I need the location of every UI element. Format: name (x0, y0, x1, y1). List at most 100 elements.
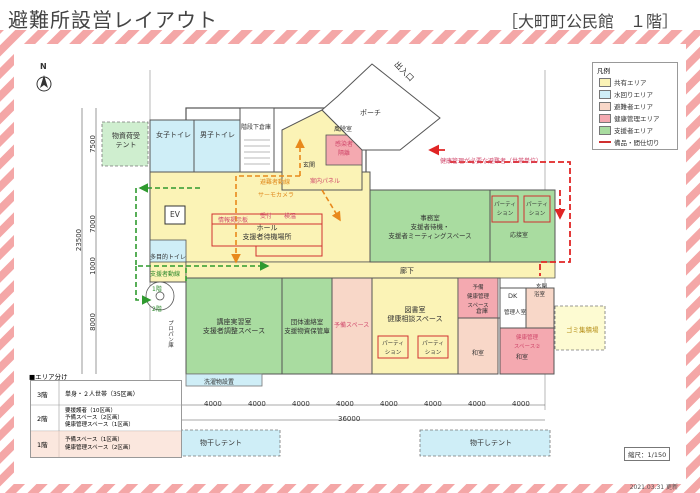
wash-box (185, 373, 263, 387)
dim-left-4: 8000 (88, 313, 97, 331)
north-label: N (40, 62, 47, 71)
dim-left-1: 7500 (88, 135, 97, 153)
manager-label: 管理人室 (504, 310, 527, 316)
small-room (331, 277, 373, 375)
wash-label: 洗濯物設置 (204, 379, 235, 386)
dim-total: 36000 (338, 415, 361, 423)
legend-label: 健康管理エリア (614, 115, 660, 123)
floor-plan (0, 30, 700, 493)
area-desc-1: 予備スペース（1区画） 健康管理スペース（2区画） (65, 437, 134, 451)
tent-left-label: 物干しテント (200, 439, 242, 447)
health-space-room (457, 277, 499, 319)
ev-box (164, 205, 186, 225)
health-space-2-label: 健康管理 スペース② (513, 335, 541, 350)
north-arrow-icon (36, 75, 52, 92)
dim-7: 4000 (424, 400, 442, 408)
bath-label: 浴室 (534, 292, 546, 298)
legend-swatch (599, 114, 611, 123)
dim-4: 4000 (292, 400, 310, 408)
legend-label: 水回りエリア (614, 91, 653, 99)
group-label: 団体連絡室 支援物資保管庫 (284, 318, 330, 335)
legend-label: 備品・間仕切り (614, 139, 660, 147)
lecture-label: 講座実習室 支援者調整スペース (202, 318, 266, 335)
group-room (281, 277, 333, 375)
garbage-label: ゴミ集積場 (566, 326, 599, 334)
area-table: ■エリア分け 3階 単身・２人世帯（35区画） 2階 要援護者（10区画） 予備… (29, 373, 182, 458)
dk-label: DK (508, 292, 518, 300)
genkan-label: 玄関 (303, 162, 316, 169)
manager-room (525, 287, 555, 329)
info-board-label: 情報掲示板 (218, 217, 249, 224)
legend-label: 共有エリア (614, 79, 647, 87)
area-floor-1: 1階 (37, 441, 48, 449)
area-desc-2: 要援護者（10区画） 予備スペース（2区画） 健康管理スペース（1区画） (65, 408, 134, 428)
library-partition-1: パーティ ション (382, 341, 404, 356)
legend-swatch (599, 102, 611, 111)
helper-move-label: 支援者動線 (150, 271, 181, 278)
page-subtitle: ［大町町公民館 １階］ (501, 12, 678, 31)
library-partition-2: パーティ ション (422, 341, 444, 356)
floor-2-label: 2階 (152, 306, 162, 313)
reception-label: 受付 (260, 213, 273, 220)
dim-8: 4000 (468, 400, 486, 408)
corridor-area (185, 261, 556, 279)
evac-move-label: 避難者動線 (260, 179, 291, 186)
dim-2: 4000 (204, 400, 222, 408)
dim-6: 4000 (380, 400, 398, 408)
floor-1-label: 1階 (152, 286, 162, 293)
men-toilet-label: 男子トイレ (200, 131, 235, 139)
japanese-room-2-label: 和室 (516, 354, 529, 361)
partition-1-label: パーティ ション (494, 202, 516, 217)
dim-3: 4000 (248, 400, 266, 408)
dim-left-3: 1000 (88, 257, 97, 275)
multi-toilet-room (149, 239, 187, 263)
propane-label: プロパン庫 (167, 320, 173, 348)
office-label: 事務室 支援者待機・ 支援者ミーティングスペース (388, 214, 472, 240)
area-floor-2: 2階 (37, 415, 48, 423)
lecture-room (185, 277, 283, 375)
library-room (371, 277, 459, 375)
japanese-room-1 (457, 317, 499, 375)
legend-label: 避難者エリア (614, 103, 653, 111)
men-toilet-room (193, 119, 241, 173)
guidance-label: 案内パネル (310, 178, 341, 185)
porch-outline (321, 63, 441, 151)
dim-left-2: 7000 (88, 215, 97, 233)
area-table-heading: ■エリア分け (29, 373, 68, 381)
legend-line (599, 141, 611, 143)
dim-5: 4000 (336, 400, 354, 408)
legend-swatch (599, 78, 611, 87)
stairs-label: 階段下倉庫 (241, 124, 272, 131)
multi-toilet-label: 多目的トイレ (150, 254, 187, 261)
thermo-label: サーモカメラ (258, 192, 295, 199)
women-toilet-label: 女子トイレ (156, 131, 191, 139)
health-note-label: 健康管理が必要な避難者（世帯単位） (440, 158, 543, 165)
health-space-label: 予備 健康管理 スペース (466, 285, 489, 309)
isolation-label: 感染者 隔離 (334, 141, 353, 157)
japanese-room-1-label: 和室 (472, 350, 485, 357)
corridor-label: 廊下 (400, 267, 414, 275)
storage-label: 倉庫 (476, 308, 489, 315)
sick-room-label: 風除室 (334, 126, 353, 133)
area-floor-3: 3階 (37, 391, 48, 399)
store-tent-label: 物資荷受 テント (112, 132, 140, 149)
ev-label: EV (170, 210, 180, 219)
legend-label: 支援者エリア (614, 127, 653, 135)
updated-label: 2021.03.31 更新 (629, 484, 678, 491)
library-label: 図書室 健康相談スペース (387, 306, 443, 323)
store-tent (101, 121, 149, 167)
porch-label: ポーチ (360, 109, 381, 117)
tent-right-label: 物干しテント (470, 439, 512, 447)
hall-label: ホール 支援者待機場所 (242, 224, 292, 241)
legend: 凡例 共有エリア 水回りエリア 避難者エリア 健康管理エリア 支援者エリア 備品… (592, 62, 678, 150)
office-room (369, 189, 491, 263)
dim-left-total: 23500 (75, 228, 84, 252)
genkan-2-label: 玄関 (536, 284, 548, 290)
partition-2-label: パーティ ション (526, 202, 548, 217)
legend-swatch (599, 126, 611, 135)
area-desc-3: 単身・２人世帯（35区画） (65, 391, 139, 398)
health-space-2 (499, 327, 555, 375)
conference-label: 応接室 (510, 232, 529, 239)
disinfect-label: 検温 (284, 213, 297, 220)
legend-heading: 凡例 (597, 67, 610, 75)
